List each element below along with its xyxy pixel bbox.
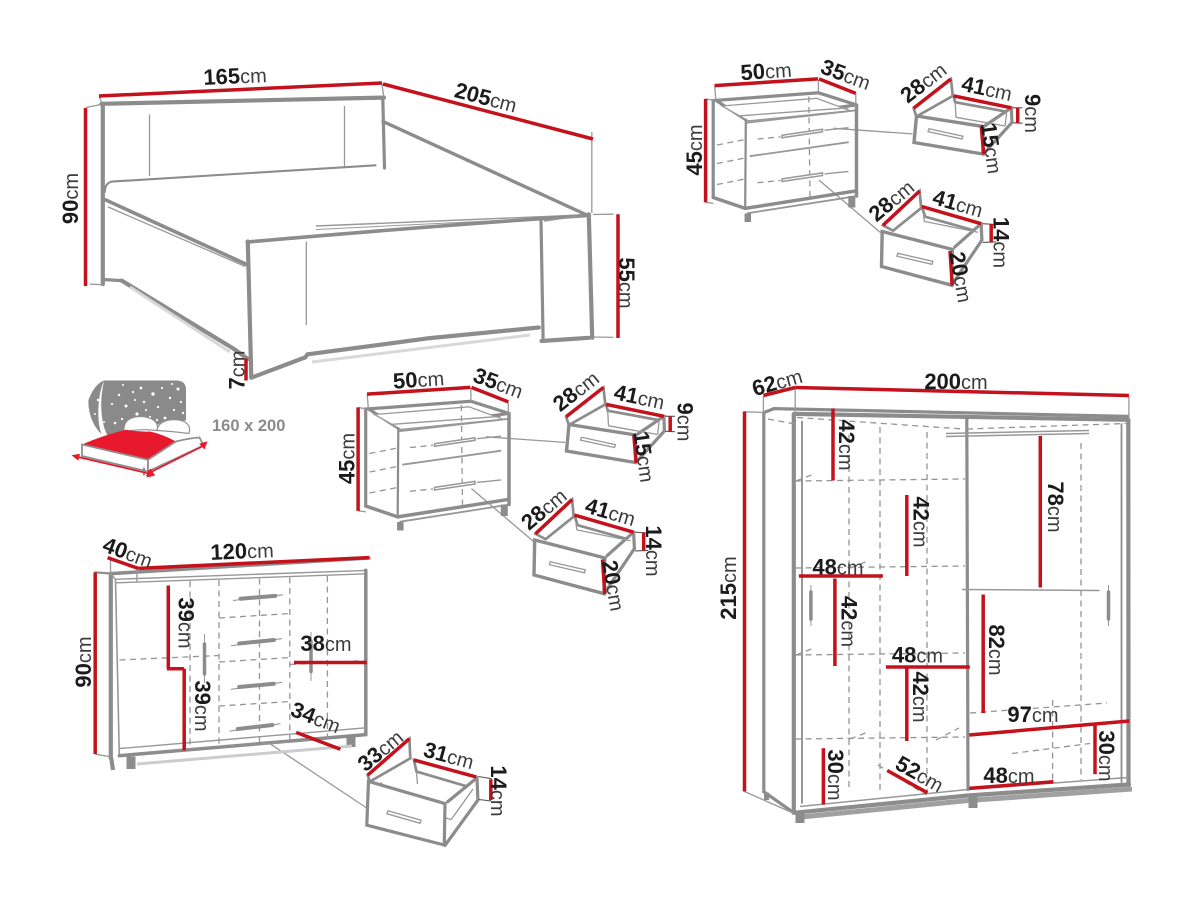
svg-text:15cm: 15cm — [976, 121, 1008, 175]
svg-text:42cm: 42cm — [837, 596, 862, 647]
svg-text:38cm: 38cm — [300, 631, 351, 656]
svg-text:165cm: 165cm — [203, 62, 267, 90]
svg-text:90cm: 90cm — [71, 636, 96, 687]
svg-text:14cm: 14cm — [988, 217, 1013, 268]
svg-text:30cm: 30cm — [823, 749, 848, 800]
svg-text:48cm: 48cm — [892, 643, 943, 668]
svg-text:90cm: 90cm — [58, 173, 83, 224]
svg-text:42cm: 42cm — [908, 671, 933, 722]
svg-text:9cm: 9cm — [1020, 94, 1045, 133]
svg-text:215cm: 215cm — [716, 556, 741, 619]
svg-text:14cm: 14cm — [486, 765, 511, 816]
svg-text:97cm: 97cm — [1007, 702, 1058, 727]
svg-text:50cm: 50cm — [740, 57, 793, 86]
svg-text:160 x 200: 160 x 200 — [212, 417, 285, 435]
svg-text:20cm: 20cm — [944, 250, 978, 305]
svg-text:200cm: 200cm — [924, 369, 987, 394]
svg-text:42cm: 42cm — [834, 419, 859, 470]
svg-text:42cm: 42cm — [909, 496, 934, 547]
svg-text:48cm: 48cm — [812, 555, 863, 580]
svg-text:30cm: 30cm — [1094, 730, 1119, 781]
svg-text:39cm: 39cm — [174, 597, 199, 648]
svg-text:7cm: 7cm — [225, 351, 250, 390]
svg-text:39cm: 39cm — [190, 680, 215, 731]
svg-text:82cm: 82cm — [984, 624, 1009, 675]
svg-text:41cm: 41cm — [959, 71, 1014, 106]
svg-text:45cm: 45cm — [682, 124, 707, 175]
svg-text:55cm: 55cm — [614, 257, 639, 308]
svg-text:48cm: 48cm — [983, 763, 1034, 788]
svg-text:78cm: 78cm — [1043, 481, 1068, 532]
svg-text:120cm: 120cm — [210, 537, 274, 565]
